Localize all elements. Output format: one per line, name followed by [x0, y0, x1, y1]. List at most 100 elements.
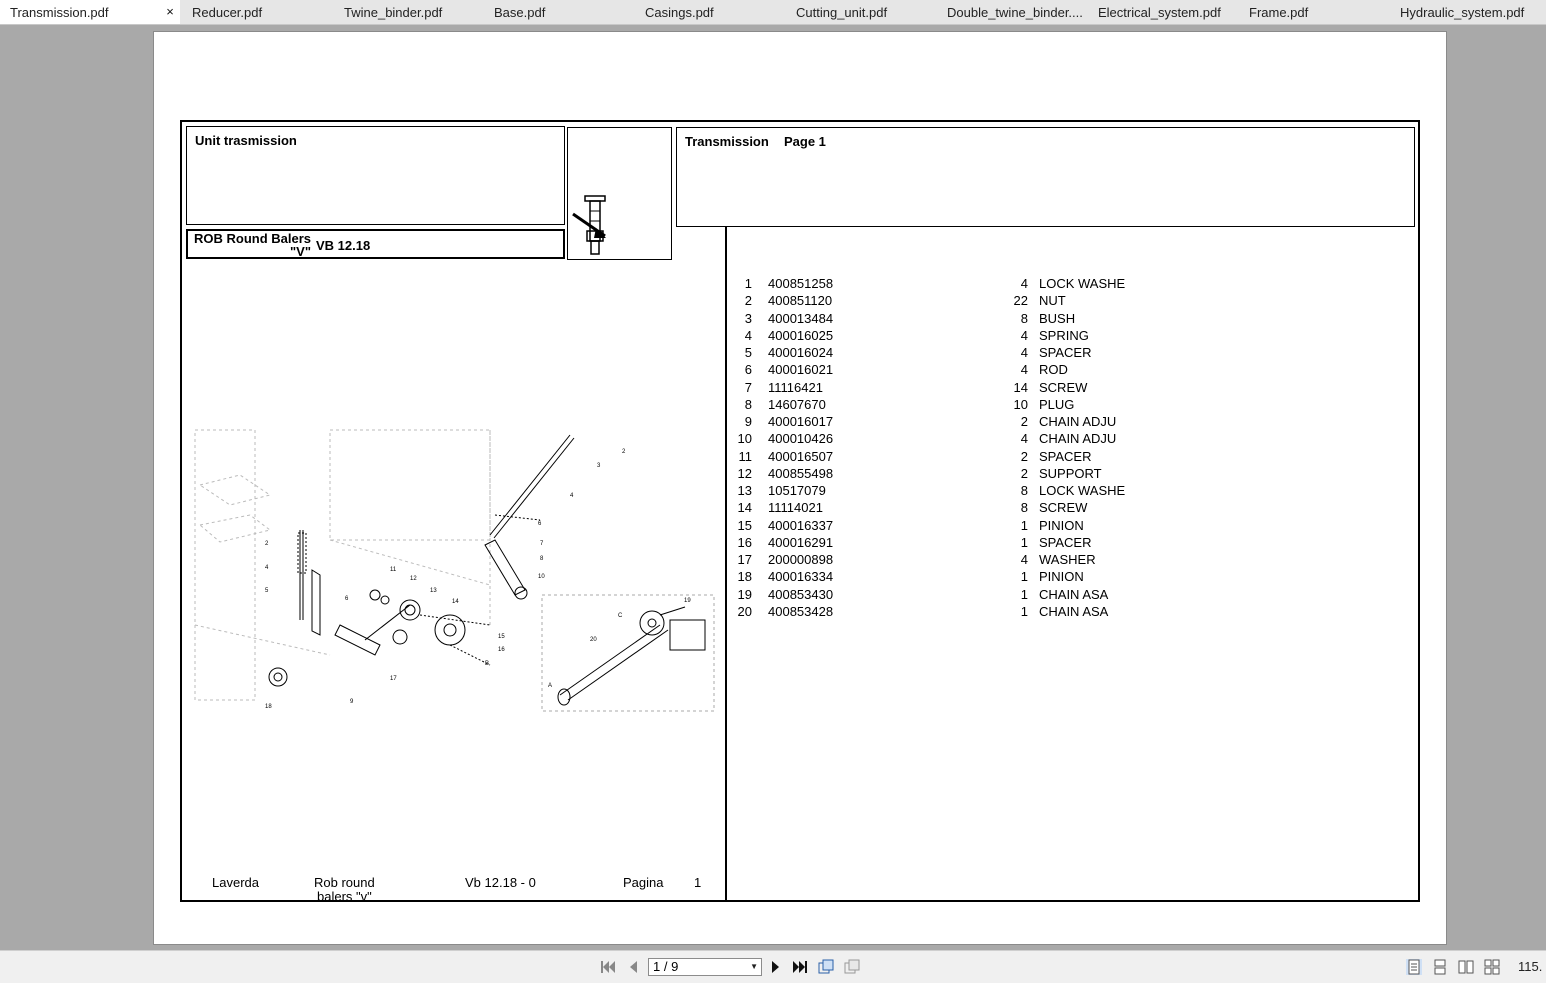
tab-twine-binder[interactable]: Twine_binder.pdf — [334, 0, 482, 24]
part-quantity: 22 — [1013, 293, 1028, 309]
parts-row: 8 14607670 10 PLUG — [728, 397, 1228, 414]
model-box: ROB Round Balers "V" VB 12.18 — [186, 229, 565, 259]
footer-version: Vb 12.18 - 0 — [465, 875, 536, 890]
tab-label: Double_twine_binder.... — [947, 5, 1083, 20]
diagram-label: 13 — [430, 588, 437, 594]
continuous-view-icon[interactable] — [1432, 959, 1448, 975]
part-number: 14 — [737, 500, 752, 516]
diagram-label: 9 — [350, 699, 354, 705]
part-description: CHAIN ADJU — [1039, 431, 1117, 447]
part-quantity: 10 — [1013, 396, 1028, 412]
tab-label: Frame.pdf — [1249, 5, 1309, 20]
tab-reducer[interactable]: Reducer.pdf — [182, 0, 330, 24]
part-code: 10517079 — [768, 483, 826, 498]
transmission-exploded-diagram: 2 3 2 4 4 5 6 6 7 8 9 10 11 12 13 14 15 … — [194, 429, 715, 712]
part-quantity: 2 — [1020, 448, 1028, 464]
section-title-box: Transmission Page 1 — [676, 127, 1415, 227]
part-description: BUSH — [1039, 310, 1076, 326]
part-number: 3 — [744, 310, 752, 326]
part-code: 400855498 — [768, 465, 834, 481]
part-quantity: 4 — [1020, 431, 1028, 447]
part-code: 14607670 — [768, 396, 826, 412]
part-quantity: 8 — [1020, 310, 1028, 326]
part-code: 400016017 — [768, 414, 834, 429]
section-title: Transmission — [685, 134, 769, 149]
part-code: 400851120 — [768, 293, 833, 309]
diagram-label: 4 — [570, 493, 574, 499]
part-description: SPACER — [1039, 345, 1092, 360]
part-description: SCREW — [1039, 379, 1088, 395]
single-page-view-icon[interactable] — [1406, 959, 1422, 975]
part-description: PLUG — [1039, 396, 1075, 412]
diagram-label: 4 — [265, 565, 269, 571]
tab-casings[interactable]: Casings.pdf — [635, 0, 783, 24]
unit-title-box: Unit trasmission — [186, 126, 565, 225]
tab-double-twine-binder[interactable]: Double_twine_binder.... — [937, 0, 1085, 24]
diagram-label: 8 — [540, 556, 544, 562]
diagram-label: 6 — [538, 521, 542, 527]
go-forward-icon[interactable] — [844, 959, 860, 975]
go-back-icon[interactable] — [818, 959, 834, 975]
part-quantity: 4 — [1020, 327, 1028, 343]
diagram-label: 18 — [265, 704, 272, 710]
prev-page-icon[interactable] — [626, 959, 642, 975]
part-number: 6 — [744, 362, 752, 378]
part-description: SCREW — [1039, 500, 1088, 516]
tab-label: Hydraulic_system.pdf — [1400, 5, 1525, 20]
tab-label: Reducer.pdf — [192, 5, 263, 20]
last-page-icon[interactable] — [792, 959, 808, 975]
close-tab-icon[interactable]: × — [166, 4, 174, 19]
part-quantity: 2 — [1020, 465, 1028, 481]
tab-transmission[interactable]: Transmission.pdf × — [0, 0, 180, 24]
part-code: 400013484 — [768, 310, 834, 326]
diagram-label: 2 — [622, 449, 626, 455]
page-number-select[interactable]: 1 / 9 ▼ — [648, 958, 762, 976]
parts-row: 3 400013484 8 BUSH — [728, 311, 1228, 328]
footer-brand: Laverda — [212, 875, 259, 890]
diagram-label: 15 — [498, 634, 505, 640]
first-page-icon[interactable] — [600, 959, 616, 975]
part-quantity: 4 — [1020, 552, 1028, 567]
part-description: LOCK WASHE — [1039, 276, 1126, 291]
part-code: 400016025 — [768, 327, 834, 343]
part-quantity: 1 — [1020, 517, 1028, 533]
diagram-label: 7 — [540, 541, 544, 547]
part-code: 400853428 — [768, 603, 834, 619]
part-number: 5 — [744, 345, 752, 360]
part-code: 11116421 — [768, 379, 823, 395]
document-frame: Unit trasmission ROB Round Balers "V" VB… — [180, 120, 1420, 902]
part-number: 10 — [737, 431, 752, 447]
next-page-icon[interactable] — [768, 959, 784, 975]
tab-base[interactable]: Base.pdf — [484, 0, 632, 24]
model-line2: "V" — [290, 244, 311, 259]
diagram-label: 11 — [390, 567, 397, 573]
diagram-label: 19 — [684, 598, 691, 604]
two-page-view-icon[interactable] — [1458, 959, 1474, 975]
tab-bar: Transmission.pdf × Reducer.pdf Twine_bin… — [0, 0, 1546, 25]
part-description: NUT — [1039, 293, 1066, 309]
grease-nipple-symbol-icon — [572, 195, 606, 255]
logo-box — [567, 127, 672, 260]
part-quantity: 1 — [1020, 569, 1028, 585]
diagram-label: B — [485, 661, 489, 667]
footer-page-number: 1 — [694, 875, 702, 890]
tab-frame[interactable]: Frame.pdf — [1239, 0, 1387, 24]
footer-product-line2: balers "v" — [317, 889, 372, 904]
part-description: WASHER — [1039, 552, 1096, 567]
tab-electrical-system[interactable]: Electrical_system.pdf — [1088, 0, 1236, 24]
tab-cutting-unit[interactable]: Cutting_unit.pdf — [786, 0, 934, 24]
part-number: 8 — [744, 396, 752, 412]
part-code: 400016024 — [768, 345, 834, 360]
zoom-level[interactable]: 115. — [1518, 959, 1543, 974]
part-code: 400016291 — [768, 534, 834, 550]
tab-hydraulic-system[interactable]: Hydraulic_system.pdf — [1390, 0, 1546, 24]
two-page-continuous-icon[interactable] — [1484, 959, 1500, 975]
